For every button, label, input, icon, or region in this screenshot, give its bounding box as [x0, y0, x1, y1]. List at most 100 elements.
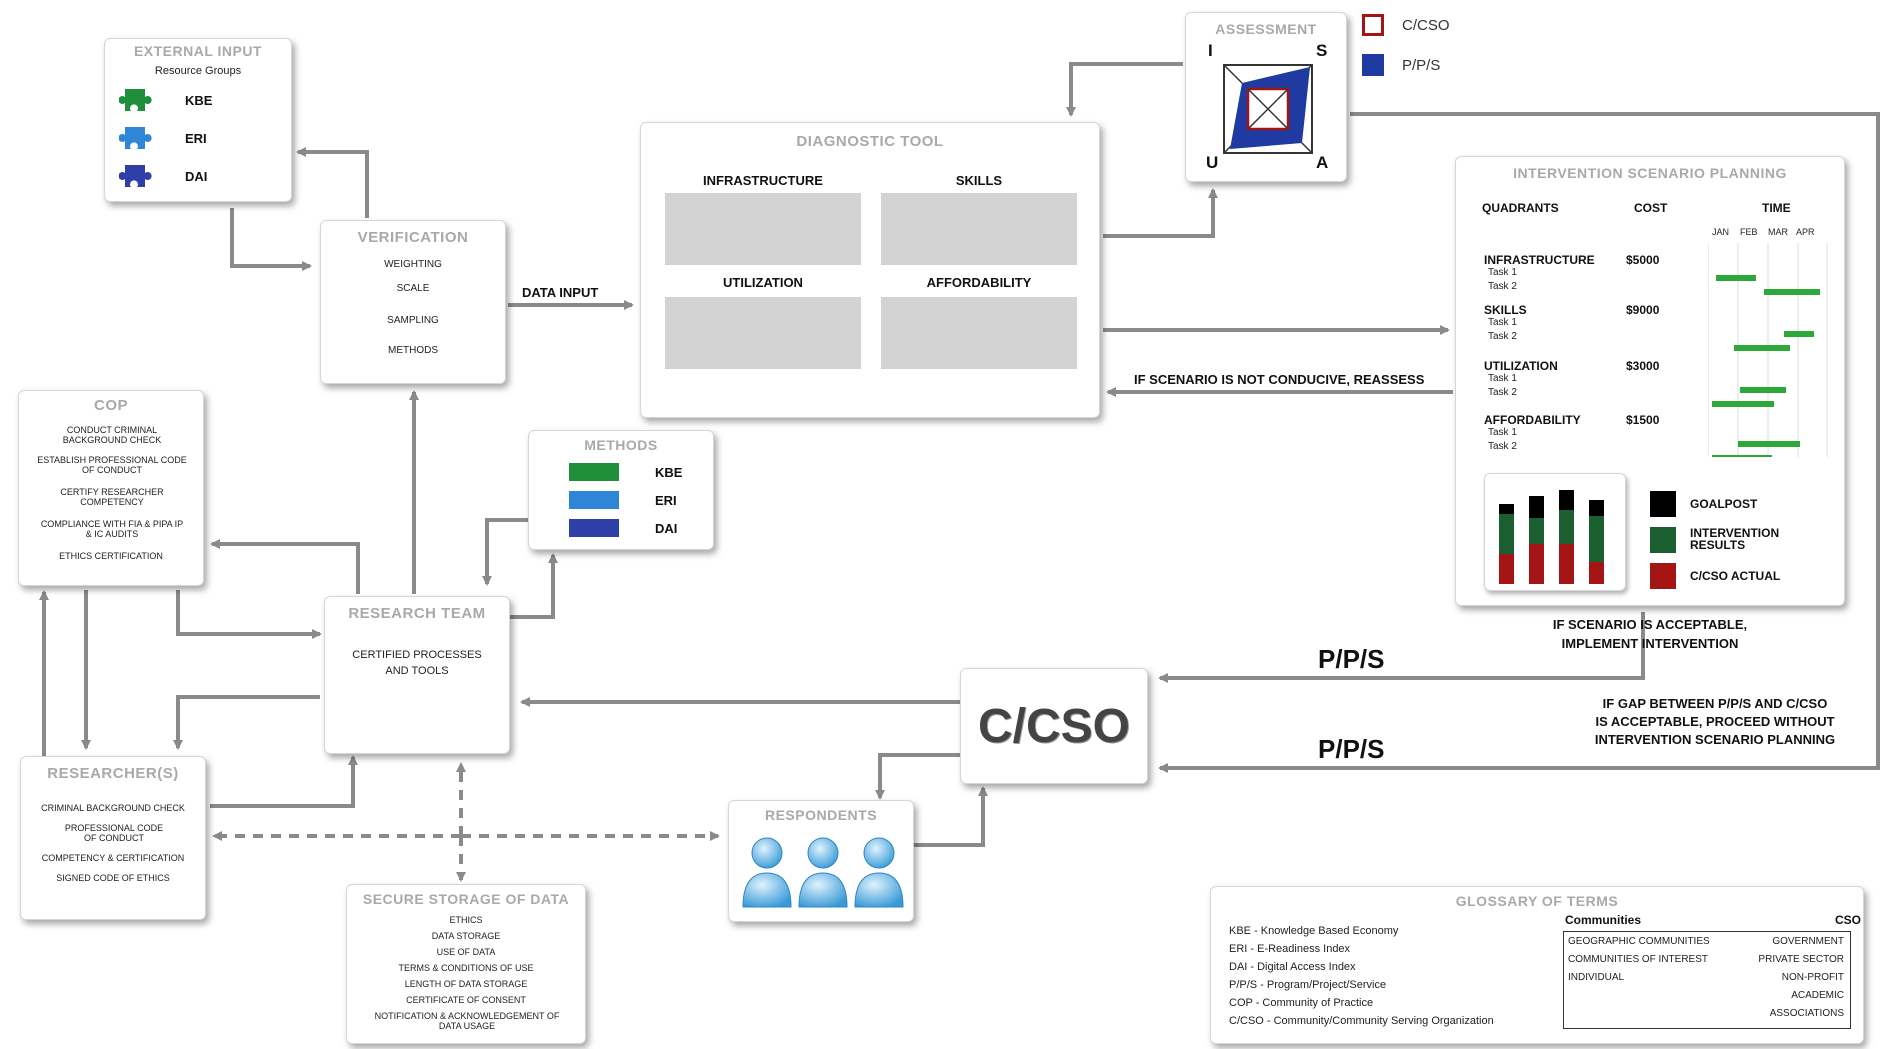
- gap-label-line1: IF GAP BETWEEN P/P/S AND C/CSO: [1602, 696, 1828, 711]
- gantt-bar: [1740, 387, 1786, 393]
- glossary-title: GLOSSARY OF TERMS: [1455, 893, 1619, 909]
- puzzle-icon: [119, 127, 152, 149]
- research-team-body: AND TOOLS: [385, 665, 449, 677]
- arrow-ccso-to-respondents: [875, 753, 960, 800]
- storage-item: LENGTH OF DATA STORAGE: [404, 979, 528, 989]
- researcher-item: CRIMINAL BACKGROUND CHECK: [41, 803, 185, 813]
- external-item-eri: ERI: [185, 131, 207, 146]
- assessment-corner-u: U: [1206, 153, 1219, 172]
- isp-row-cost: $1500: [1626, 413, 1660, 427]
- research-team-title: RESEARCH TEAM: [348, 605, 486, 622]
- acceptable-label-line1: IF SCENARIO IS ACCEPTABLE,: [1552, 617, 1748, 632]
- assessment-corner-a: A: [1316, 153, 1329, 172]
- bar-intervention: [1559, 510, 1574, 544]
- glossary-box: GLOSSARY OF TERMS KBE - Knowledge Based …: [1210, 886, 1864, 1044]
- method-label-kbe: KBE: [655, 465, 683, 480]
- researcher-item: SIGNED CODE OF ETHICS: [56, 873, 170, 883]
- cso-item: NON-PROFIT: [1781, 972, 1844, 983]
- isp-task: Task 1: [1488, 267, 1517, 278]
- ccso-box: C/CSO: [960, 668, 1148, 784]
- isp-row-cost: $5000: [1626, 253, 1660, 267]
- isp-header-time: TIME: [1762, 201, 1791, 215]
- glossary-term: COP - Community of Practice: [1229, 997, 1374, 1009]
- quadrant-label-affordability: AFFORDABILITY: [926, 275, 1032, 290]
- diagnostic-title: DIAGNOSTIC TOOL: [796, 133, 944, 150]
- gantt-bar: [1716, 275, 1756, 281]
- isp-task: Task 2: [1488, 331, 1517, 342]
- isp-row-name: INFRASTRUCTURE: [1484, 253, 1595, 267]
- quadrant-panel-skills: [881, 193, 1077, 265]
- data-input-label: DATA INPUT: [522, 285, 599, 300]
- arrow-assessment-gap-path: [1158, 112, 1880, 773]
- isp-month: FEB: [1740, 227, 1758, 237]
- isp-row-name: AFFORDABILITY: [1484, 413, 1581, 427]
- isp-row-name: UTILIZATION: [1484, 359, 1558, 373]
- quadrant-label-skills: SKILLS: [955, 173, 1003, 188]
- legend-label-ccso: C/CSO: [1402, 17, 1450, 34]
- glossary-term: DAI - Digital Access Index: [1229, 961, 1356, 973]
- radar-chart: [1223, 64, 1313, 154]
- arrow-respondents-to-ccso: [914, 786, 988, 847]
- ccso-center-label: C/CSO: [977, 700, 1130, 753]
- arrow-external-to-verification: [230, 208, 312, 271]
- assessment-corner-s: S: [1316, 41, 1328, 60]
- researchers-title: RESEARCHER(S): [47, 765, 179, 782]
- bar-ccso: [1499, 554, 1514, 584]
- bar-goalpost: [1499, 504, 1514, 514]
- method-swatch-eri: [569, 491, 619, 509]
- legend-swatch-pps: [1362, 54, 1384, 76]
- community-item: INDIVIDUAL: [1568, 972, 1625, 983]
- glossary-term: ERI - E-Readiness Index: [1229, 943, 1351, 955]
- gantt-bar: [1784, 331, 1814, 337]
- research-team-box: RESEARCH TEAM CERTIFIED PROCESSES AND TO…: [324, 596, 510, 754]
- acceptable-label-line2: IMPLEMENT INTERVENTION: [1561, 636, 1739, 651]
- researcher-item: PROFESSIONAL CODE OF CONDUCT: [64, 823, 164, 843]
- intervention-scenario-box: INTERVENTION SCENARIO PLANNING QUADRANTS…: [1455, 156, 1845, 606]
- verification-item: WEIGHTING: [384, 259, 442, 270]
- legend-swatch-goalpost: [1650, 491, 1676, 517]
- people-icon: [742, 837, 904, 908]
- quadrant-panel-utilization: [665, 297, 861, 369]
- method-swatch-dai: [569, 519, 619, 537]
- isp-task: Task 2: [1488, 441, 1517, 452]
- glossary-term: KBE - Knowledge Based Economy: [1229, 925, 1399, 937]
- verification-box: VERIFICATION WEIGHTING SCALE SAMPLING ME…: [320, 220, 506, 384]
- bar-intervention: [1589, 516, 1604, 562]
- reassess-label: IF SCENARIO IS NOT CONDUCIVE, REASSESS: [1134, 372, 1425, 387]
- arrow-research-to-cop: [210, 539, 360, 594]
- external-input-title: EXTERNAL INPUT: [133, 43, 263, 59]
- storage-item: TERMS & CONDITIONS OF USE: [398, 963, 534, 973]
- cop-title: COP: [93, 397, 128, 414]
- isp-header-quadrants: QUADRANTS: [1482, 201, 1559, 215]
- external-input-box: EXTERNAL INPUT Resource Groups KBE ERI D…: [104, 38, 292, 202]
- bar-goalpost: [1589, 500, 1604, 516]
- results-bar-chart: [1484, 473, 1626, 591]
- bar-intervention: [1529, 518, 1544, 544]
- community-item: COMMUNITIES OF INTEREST: [1568, 954, 1708, 965]
- isp-task: Task 2: [1488, 387, 1517, 398]
- puzzle-icon: [119, 165, 152, 187]
- cso-item: ACADEMIC: [1791, 990, 1844, 1001]
- external-item-kbe: KBE: [185, 93, 213, 108]
- gantt-timeline: [1708, 243, 1828, 457]
- bar-ccso: [1529, 544, 1544, 584]
- cop-box: COP CONDUCT CRIMINAL BACKGROUND CHECK ES…: [18, 390, 204, 586]
- verification-item: SCALE: [396, 283, 430, 294]
- researchers-box: RESEARCHER(S) CRIMINAL BACKGROUND CHECK …: [20, 756, 206, 920]
- cop-item: CONDUCT CRIMINAL BACKGROUND CHECK: [62, 425, 162, 445]
- pps-label-bottom: P/P/S: [1318, 734, 1385, 764]
- cso-item: GOVERNMENT: [1772, 936, 1844, 947]
- puzzle-icon: [119, 89, 152, 111]
- cso-item: PRIVATE SECTOR: [1758, 954, 1844, 965]
- arrow-isp-to-ccso: [1158, 612, 1645, 683]
- isp-row-name: SKILLS: [1484, 303, 1527, 317]
- bar-goalpost: [1559, 490, 1574, 510]
- quadrant-label-utilization: UTILIZATION: [723, 275, 803, 290]
- isp-task: Task 1: [1488, 317, 1517, 328]
- method-swatch-kbe: [569, 463, 619, 481]
- legend-swatch-intervention: [1650, 527, 1676, 553]
- isp-header-cost: COST: [1634, 201, 1668, 215]
- arrow-methods-to-research: [482, 518, 545, 586]
- cop-item: CERTIFY RESEARCHER COMPETENCY: [60, 487, 164, 507]
- gap-label-line2: IS ACCEPTABLE, PROCEED WITHOUT: [1595, 714, 1835, 729]
